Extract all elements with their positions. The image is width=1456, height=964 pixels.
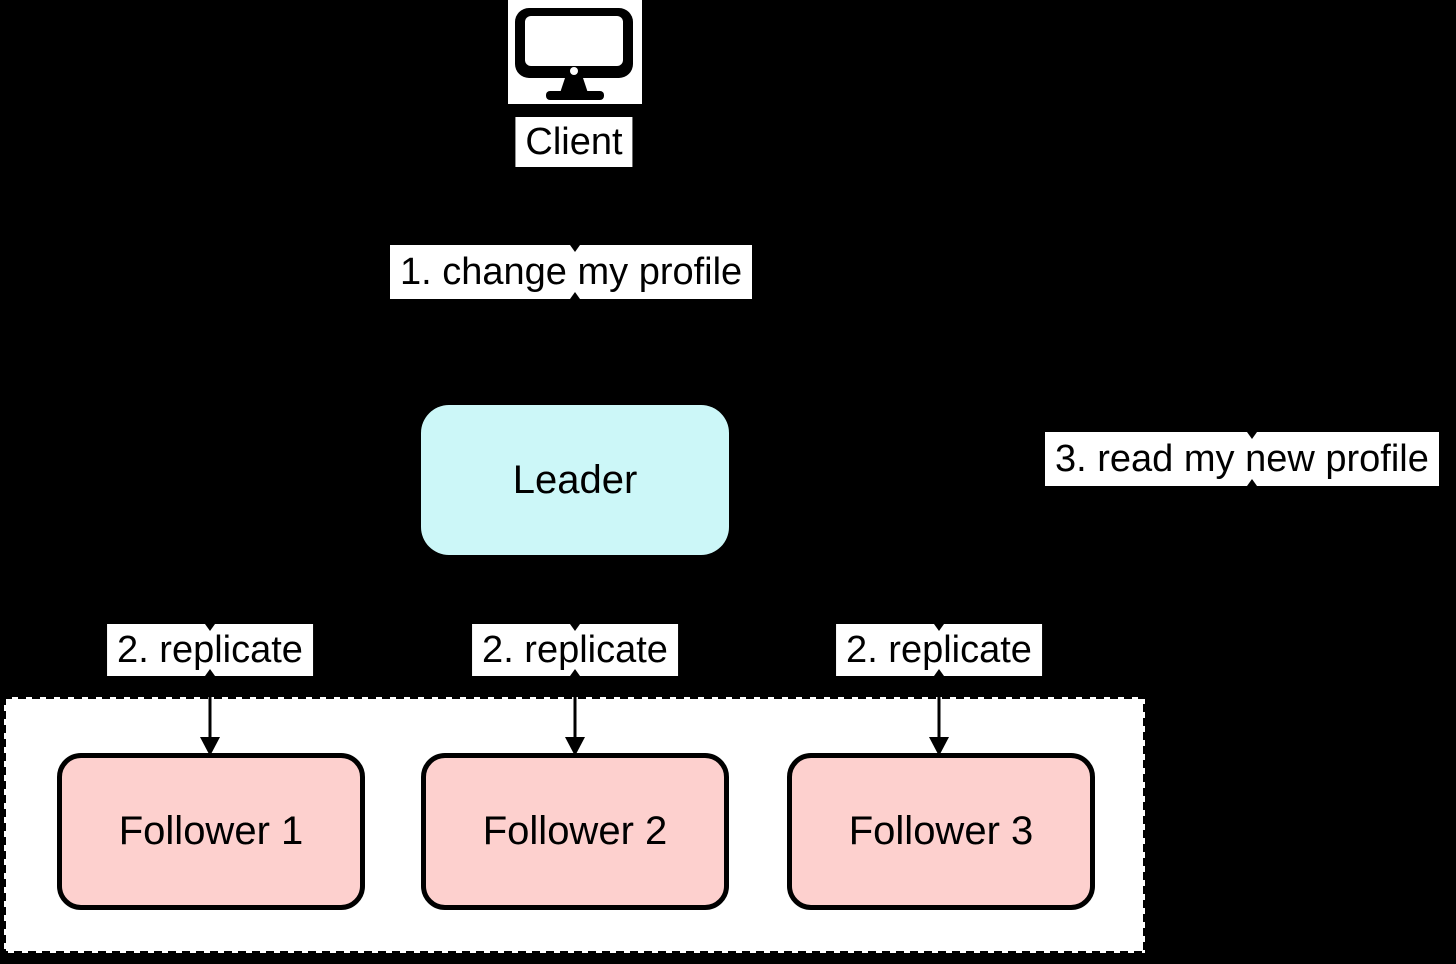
replicate-arrow-2: [565, 695, 585, 756]
follower-node-3: Follower 3: [787, 753, 1095, 910]
arrow-notch: [205, 624, 215, 631]
replicate-arrow-1: [200, 695, 220, 756]
replicate-label-1: 2. replicate: [107, 624, 313, 676]
arrow-notch: [1247, 479, 1257, 486]
monitor-button: [570, 67, 578, 75]
arrow-head: [200, 737, 220, 756]
replicate-label-2: 2. replicate: [472, 624, 678, 676]
client-node: [508, 0, 1150, 104]
follower-label-1: Follower 1: [118, 809, 304, 853]
client-label: Client: [515, 117, 633, 167]
arrow-notch: [570, 624, 580, 631]
follower-node-2: Follower 2: [421, 753, 729, 910]
follower-label-3: Follower 3: [848, 809, 1034, 853]
arrow-notch: [570, 292, 580, 299]
arrow-head: [929, 737, 949, 756]
monitor-base: [546, 91, 604, 100]
follower-node-1: Follower 1: [57, 753, 365, 910]
step3-label: 3. read my new profile: [1045, 432, 1439, 486]
replicate-arrow-3: [929, 695, 949, 756]
desktop-computer-icon: [515, 8, 633, 100]
replicate-label-3: 2. replicate: [836, 624, 1042, 676]
arrow-notch: [570, 245, 580, 252]
arrow-head: [565, 737, 585, 756]
arrow-notch: [570, 669, 580, 676]
follower-label-2: Follower 2: [482, 809, 668, 853]
arrow-notch: [934, 624, 944, 631]
arrow-notch: [934, 669, 944, 676]
leader-label: Leader: [512, 457, 638, 502]
leader-node: Leader: [421, 405, 729, 555]
arrow-notch: [205, 669, 215, 676]
monitor-neck: [560, 78, 588, 93]
arrow-notch: [1247, 432, 1257, 439]
read-arrow-head: [1137, 42, 1150, 60]
step1-label: 1. change my profile: [390, 245, 753, 299]
monitor-screen: [525, 16, 623, 66]
